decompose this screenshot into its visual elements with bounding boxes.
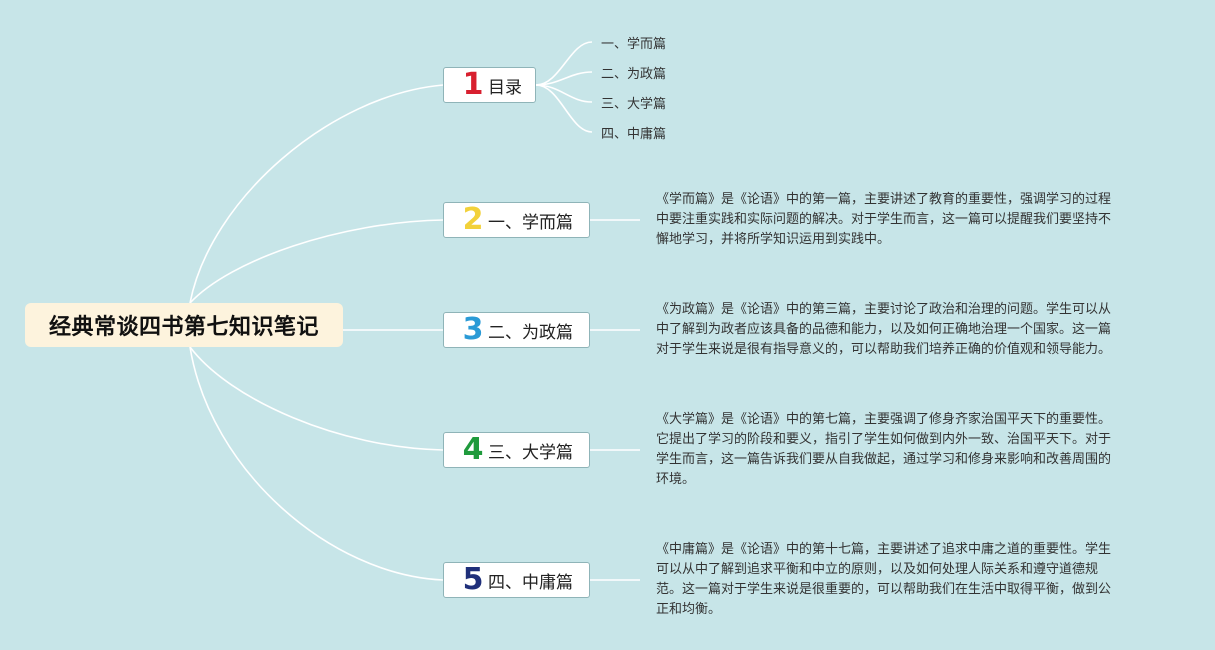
branch-2-description: 《学而篇》是《论语》中的第一篇，主要讲述了教育的重要性，强调学习的过程 中要注重…: [656, 192, 1112, 247]
branch-2-number: 2: [462, 202, 484, 237]
branch-3-number: 3: [462, 312, 484, 347]
link-root-5: [189, 346, 444, 581]
branch-4-number: 4: [462, 432, 484, 467]
link-1-leaf-4: [535, 84, 593, 133]
root-topic[interactable]: 经典常谈四书第七知识笔记: [25, 303, 343, 347]
branch-3-description: 《为政篇》是《论语》中的第三篇，主要讨论了政治和治理的问题。学生可以从 中了解到…: [656, 302, 1112, 357]
branch-1-number: 1: [462, 67, 484, 102]
branch-1-label: 目录: [488, 77, 522, 98]
branch-1-catalog[interactable]: 1 目录: [443, 67, 536, 103]
link-root-4: [189, 346, 444, 451]
root-title: 经典常谈四书第七知识笔记: [48, 315, 319, 340]
branch-5-description: 《中庸篇》是《论语》中的第十七篇，主要讲述了追求中庸之道的重要性。学生 可以从中…: [656, 542, 1112, 617]
branch-5-number: 5: [462, 562, 484, 597]
branch-3-label: 二、为政篇: [488, 322, 573, 343]
branch-2-label: 一、学而篇: [488, 212, 573, 233]
branch-3-weizheng[interactable]: 3 二、为政篇: [443, 312, 590, 348]
link-root-1: [189, 84, 444, 304]
catalog-leaf-1[interactable]: 一、学而篇: [601, 37, 667, 52]
catalog-leaf-2[interactable]: 二、为政篇: [601, 67, 667, 82]
branch-4-description: 《大学篇》是《论语》中的第七篇，主要强调了修身齐家治国平天下的重要性。 它提出了…: [656, 412, 1112, 487]
catalog-leaf-3[interactable]: 三、大学篇: [601, 97, 667, 112]
branch-5-label: 四、中庸篇: [488, 572, 573, 593]
branch-4-label: 三、大学篇: [488, 442, 573, 463]
link-root-2: [189, 219, 444, 304]
branch-2-xueer[interactable]: 2 一、学而篇: [443, 202, 590, 238]
branch-4-daxue[interactable]: 4 三、大学篇: [443, 432, 590, 468]
catalog-leaf-4[interactable]: 四、中庸篇: [601, 127, 667, 142]
branch-5-zhongyong[interactable]: 5 四、中庸篇: [443, 562, 590, 598]
